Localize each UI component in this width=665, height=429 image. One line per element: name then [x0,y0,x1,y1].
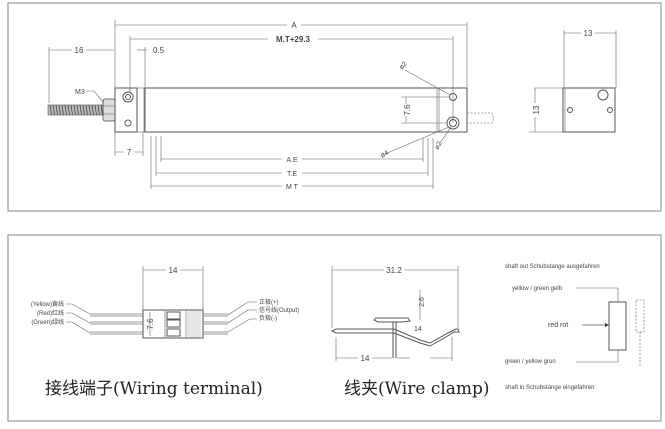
wire-clamp-title: 线夹(Wire clamp) [344,379,490,399]
top-panel [7,2,662,212]
hex-nut [102,98,116,122]
wire-label-negative: 负极(-) [259,314,277,322]
thread-line [97,104,100,116]
dim-mt-plus: M.T+29.3 [276,35,311,44]
dim-mt: M T [286,184,299,191]
wire-label-yellow: (Yellow)黄线 [31,300,64,308]
thread-line [100,104,103,116]
dim-clamp-width: 31.2 [386,266,402,275]
dim-phi2-top: ø2 [398,60,409,71]
dim-phi4: ø4 [380,150,391,160]
dim-ae: A.E [286,157,298,164]
wiper-arrow-icon [605,323,609,327]
thread-line [58,104,61,116]
dim-te: T.E [287,171,297,178]
wire-label-red: (Red)红线 [37,309,64,317]
label-green-yellow: green / yellow grun [505,359,556,365]
thread-line [88,104,91,116]
potentiometer-schematic: shaft out Schubstange ausgefahren yellow… [505,264,645,391]
dim-16: 16 [75,46,84,55]
dim-side-height: 13 [532,105,541,114]
dim-a: A [291,21,297,30]
label-shaft-in: shaft in Schubstange eingefahren [505,385,594,391]
label-m3: M3 [75,89,85,96]
thread-line [73,104,76,116]
dim-side-width: 13 [584,29,593,38]
resistor [608,301,627,351]
dim-clamp-2-6: 2.6 [419,297,426,307]
wiring-terminal: (Yellow)黄线 (Red)红线 (Green)绿线 正极(+) 信号线(O… [31,265,299,399]
wiring-terminal-title: 接线端子(Wiring terminal) [45,379,263,399]
thread-line [67,104,70,116]
thread-line [91,104,94,116]
thread-line [70,104,73,116]
thread-line [52,104,55,116]
thread-line [49,104,52,116]
thread-line [85,104,88,116]
wire-clamp: 31.2 2.6 14 14 线夹(Wire clamp) [330,265,490,399]
mount-hole-outer [122,91,134,103]
dim-phi2-bottom: ø2 [434,140,444,151]
side-block [562,87,616,133]
wire-label-green: (Green)绿线 [31,318,64,326]
thread-line [79,104,82,116]
actuator-body [144,87,468,133]
dim-terminal-width: 14 [169,266,178,275]
dim-clamp-bottom: 14 [361,354,370,363]
clamp-profile [330,328,460,347]
thread-line [64,104,67,116]
thread-line [55,104,58,116]
dim-7-6-top: 7.6 [403,104,412,116]
label-shaft-out: shaft out Schubstange ausgefahren [505,264,600,270]
actuator-side-view: 13 13 [529,28,617,133]
dim-0-5: 0.5 [153,46,165,55]
dim-7: 7 [127,148,132,157]
bottom-panel [7,234,662,422]
actuator-top-view: A M.T+29.3 16 0.5 M3 7 [47,20,495,191]
thread-line [94,104,97,116]
wire-label-positive: 正极(+) [259,298,279,306]
dim-terminal-height: 7.6 [146,318,155,330]
dim-clamp-14: 14 [414,326,422,333]
thread-line [76,104,79,116]
label-yellow-green: yellow / green gelb [512,286,563,292]
wire-label-output: 信号线(Output) [259,306,299,314]
thread-line [61,104,64,116]
thread-line [82,104,85,116]
label-red: red rot [548,322,568,329]
